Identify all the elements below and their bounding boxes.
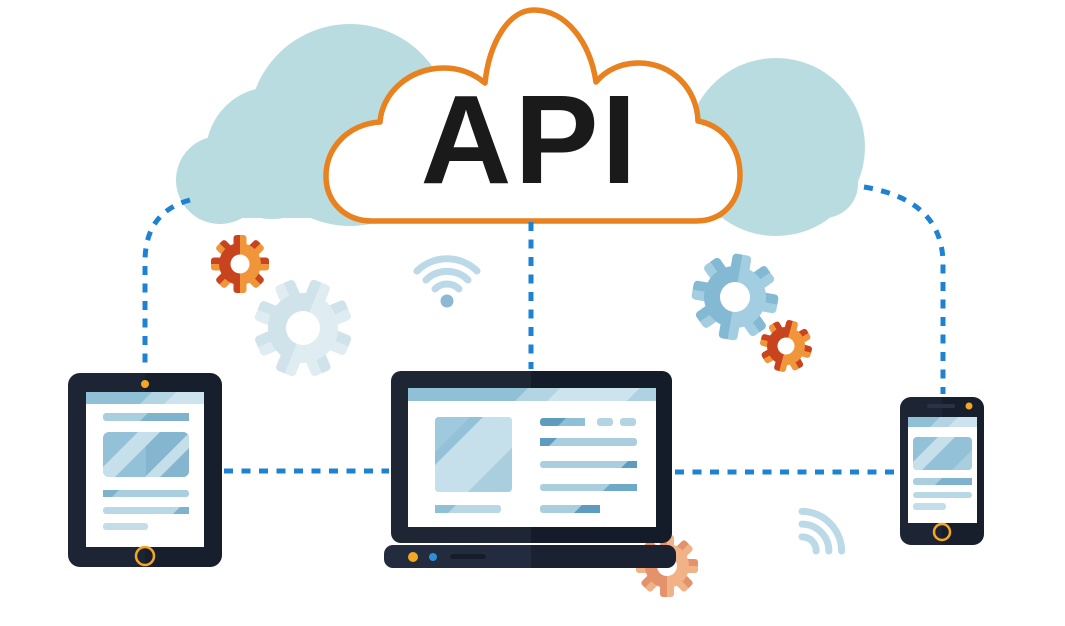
laptop-text-line	[540, 418, 585, 426]
laptop-text-line	[540, 438, 637, 446]
phone-text-line	[913, 492, 972, 498]
tablet-home-button	[134, 545, 156, 567]
laptop-text-line	[435, 505, 501, 513]
phone-text-line	[913, 503, 946, 510]
laptop-device	[384, 371, 676, 568]
laptop-base	[384, 545, 676, 568]
connector-lines	[142, 184, 946, 475]
phone-header-bar	[908, 417, 977, 427]
laptop-text-line	[540, 505, 600, 513]
api-label: API	[420, 69, 639, 210]
laptop-status-dot	[429, 553, 437, 561]
gear-small-orange-left-icon	[211, 235, 269, 293]
phone-speaker-slot	[927, 404, 955, 408]
gear-large-pale-left-icon	[254, 279, 352, 377]
tablet-image-placeholder	[103, 432, 189, 477]
tablet-device	[68, 373, 222, 567]
laptop-header-bar	[408, 388, 656, 401]
api-cloud	[323, 7, 743, 224]
phone-text-line	[913, 478, 972, 485]
connector-cloud-to-tablet	[142, 197, 191, 371]
phone-image-placeholder	[913, 437, 972, 470]
laptop-text-chip	[597, 418, 613, 426]
tablet-text-line	[103, 523, 148, 530]
wifi-icon-center	[413, 255, 481, 308]
tablet-text-line	[103, 490, 189, 497]
phone-device	[900, 397, 984, 545]
laptop-text-chip	[620, 418, 636, 426]
gear-large-blue-right-icon	[691, 253, 779, 341]
tablet-camera-dot	[141, 380, 149, 388]
laptop-text-line	[540, 484, 637, 491]
tablet-header-bar	[86, 392, 204, 404]
connector-cloud-to-phone	[863, 184, 946, 394]
tablet-text-line	[103, 507, 189, 514]
laptop-power-dot	[408, 552, 418, 562]
gear-small-orange-right-icon	[760, 320, 812, 372]
tablet-text-line	[103, 413, 189, 421]
wifi-icon-right	[798, 507, 846, 555]
laptop-touchpad-slot	[450, 554, 486, 559]
phone-home-button	[932, 522, 952, 542]
phone-camera-dot	[965, 402, 973, 410]
laptop-image-placeholder	[435, 417, 512, 492]
laptop-text-line	[540, 461, 637, 468]
